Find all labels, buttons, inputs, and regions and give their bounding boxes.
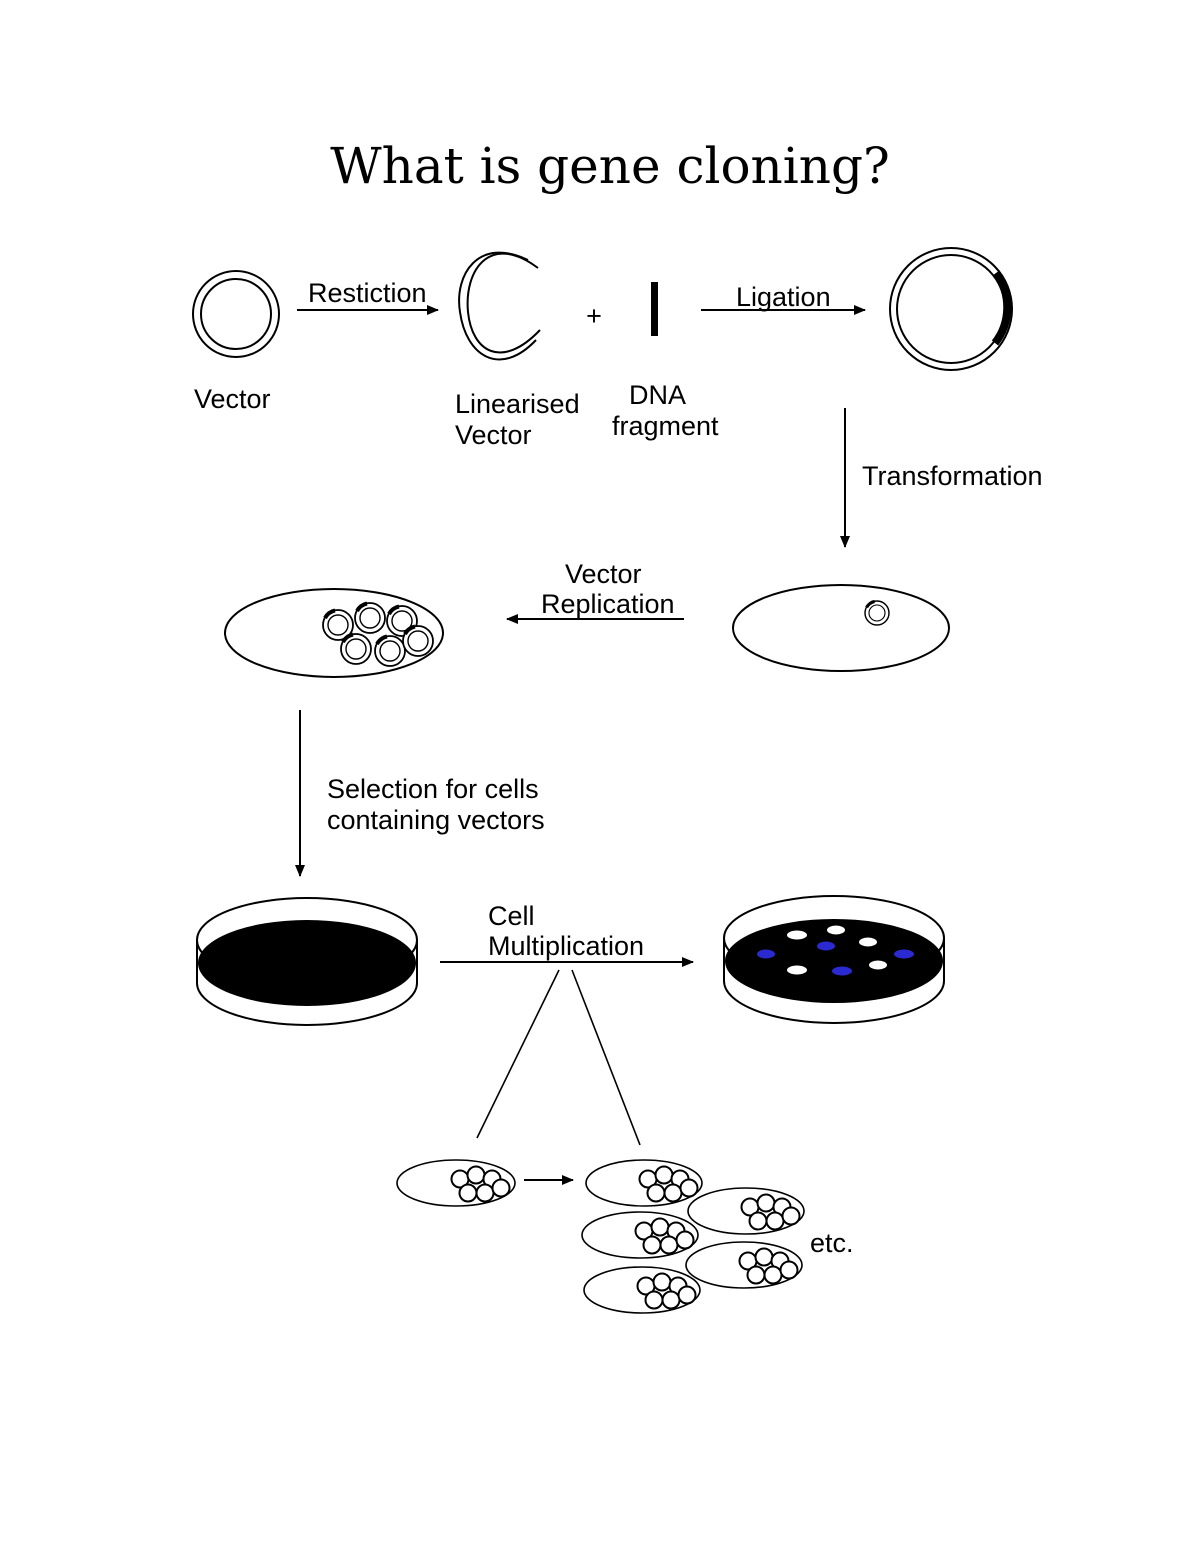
single-cell-icon bbox=[396, 1159, 516, 1207]
recombinant-plasmid-icon bbox=[889, 247, 1013, 371]
white-colony bbox=[859, 937, 877, 947]
zoom-line-left bbox=[476, 969, 560, 1139]
vector-replication-label-line1: Vector bbox=[565, 559, 642, 589]
plus-sign: + bbox=[586, 301, 602, 331]
restriction-label: Restiction bbox=[308, 278, 427, 308]
white-colony bbox=[787, 930, 807, 940]
linearised-label-line1: Linearised bbox=[455, 389, 580, 419]
vector-label: Vector bbox=[194, 384, 271, 414]
daughter-cell-icon bbox=[583, 1266, 701, 1314]
linearised-vector-icon bbox=[458, 251, 541, 361]
white-colony bbox=[869, 960, 887, 970]
dna-label-line2: fragment bbox=[612, 411, 719, 441]
zoom-line-right bbox=[571, 969, 641, 1146]
etc-label: etc. bbox=[810, 1228, 854, 1258]
white-colony bbox=[827, 925, 845, 935]
dna-label-line1: DNA bbox=[629, 380, 686, 410]
vector-replication-label-line2: Replication bbox=[541, 589, 675, 619]
blue-colony bbox=[757, 949, 775, 959]
selection-label-line2: containing vectors bbox=[327, 805, 545, 835]
blue-colony bbox=[817, 941, 835, 951]
blue-colony bbox=[894, 949, 914, 959]
cell-multiplication-label-line1: Cell bbox=[488, 901, 535, 931]
daughter-cell-icon bbox=[685, 1241, 803, 1289]
vector-plasmid-icon bbox=[192, 270, 280, 358]
dna-fragment-icon bbox=[651, 282, 658, 336]
petri-dish-confluent-icon bbox=[196, 897, 418, 1026]
blue-colony bbox=[832, 966, 852, 976]
petri-dish-colonies-icon bbox=[723, 895, 945, 1024]
linearised-label-line2: Vector bbox=[455, 420, 532, 450]
daughter-cell-icon bbox=[585, 1159, 703, 1207]
daughter-cell-icon bbox=[687, 1187, 805, 1235]
white-colony bbox=[787, 965, 807, 975]
daughter-cell-icon bbox=[581, 1211, 699, 1259]
ligation-label: Ligation bbox=[736, 282, 831, 312]
transformed-cell-icon bbox=[732, 584, 950, 672]
page-title: What is gene cloning? bbox=[330, 137, 890, 195]
transformation-label: Transformation bbox=[862, 461, 1043, 491]
cell-multiplication-label-line2: Multiplication bbox=[488, 931, 644, 961]
replicated-cell-icon bbox=[224, 588, 444, 678]
selection-label-line1: Selection for cells bbox=[327, 774, 539, 804]
